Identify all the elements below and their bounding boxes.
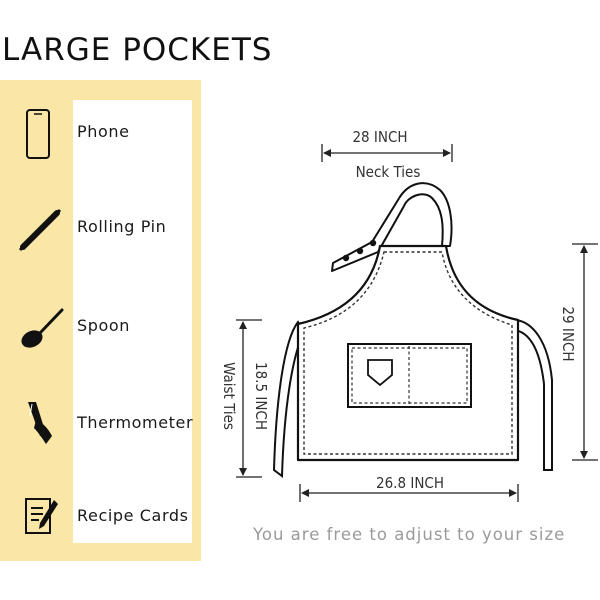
waist-dimension-value: 18.5 INCH (252, 362, 270, 430)
width-dimension-value: 26.8 INCH (376, 474, 444, 492)
spoon-icon (21, 308, 64, 348)
waist-tie-left (272, 320, 306, 478)
pocket-badge (367, 359, 393, 387)
neck-dimension-label: Neck Ties (356, 163, 421, 181)
recipe-card-icon (25, 498, 58, 534)
rolling-pin-icon (18, 208, 62, 252)
pocket-item-label-phone: Phone (77, 122, 130, 141)
neck-dimension-value: 28 INCH (352, 128, 407, 146)
pocket-list-label-area (73, 100, 192, 543)
length-dimension-value: 29 INCH (559, 306, 577, 361)
pocket-item-label-recipe-cards: Recipe Cards (77, 506, 189, 525)
waist-tie-right (512, 318, 553, 471)
pocket-item-label-spoon: Spoon (77, 316, 131, 335)
size-adjust-note: You are free to adjust to your size (253, 525, 566, 544)
strap-button (342, 254, 350, 262)
apron-stitching (303, 251, 513, 455)
strap-button (369, 239, 377, 247)
phone-icon (26, 109, 50, 159)
page-title: LARGE POCKETS (2, 32, 273, 68)
pocket-item-label-rolling-pin: Rolling Pin (77, 217, 167, 236)
waist-dimension-label: Waist Ties (220, 362, 238, 430)
strap-button (356, 247, 364, 255)
thermometer-icon (28, 402, 52, 444)
pocket-item-label-thermometer: Thermometer (77, 413, 194, 432)
